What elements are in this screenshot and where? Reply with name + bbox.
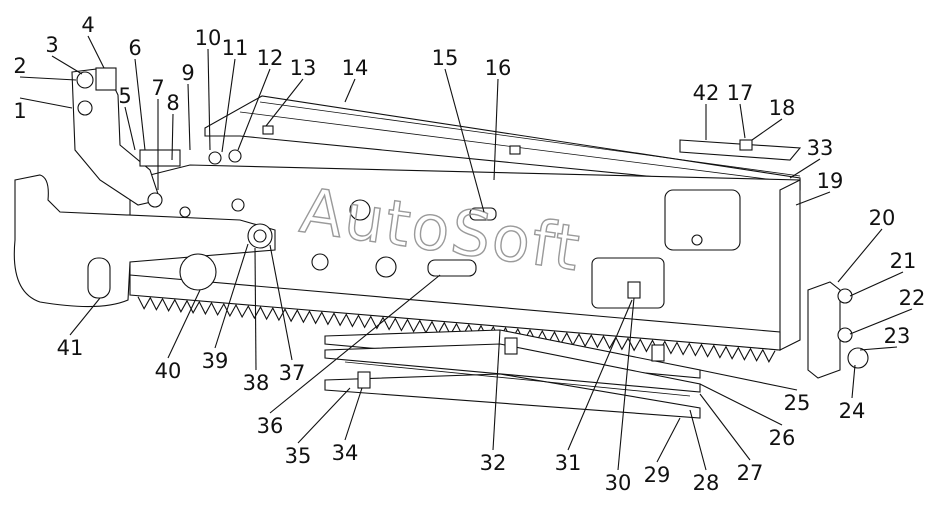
callout-leader-18 [751,118,783,141]
callout-leader-22 [849,308,913,335]
callout-label-12: 12 [257,46,284,70]
callout-label-40: 40 [155,359,182,383]
callout-label-29: 29 [644,463,671,487]
callout-label-41: 41 [57,336,84,360]
callout-label-7: 7 [151,76,164,100]
callout-leader-16 [493,78,499,181]
callout-leader-1 [19,97,73,109]
callout-label-13: 13 [290,56,317,80]
callout-leader-35 [297,387,351,444]
callout-leader-23 [859,346,898,351]
callout-leader-32 [492,329,501,451]
callout-label-11: 11 [222,36,249,60]
callout-leader-11 [221,58,236,153]
callout-label-8: 8 [166,91,179,115]
callout-leader-2 [19,76,77,81]
callout-label-28: 28 [693,471,720,495]
callout-label-10: 10 [195,26,222,50]
callout-leader-14 [344,78,356,103]
callout-label-23: 23 [884,324,911,348]
callout-label-21: 21 [890,249,917,273]
callout-label-24: 24 [839,399,866,423]
callout-leader-29 [656,417,681,463]
callout-label-22: 22 [899,286,926,310]
callout-leader-24 [851,364,856,399]
callout-leader-4 [87,35,105,69]
callout-label-4: 4 [81,13,94,37]
side-bracket [807,281,869,379]
callout-label-2: 2 [13,54,26,78]
callout-leader-34 [344,387,363,441]
callout-leader-20 [837,228,883,283]
callout-leader-28 [689,409,707,471]
callout-leader-31 [567,299,633,451]
callout-label-14: 14 [342,56,369,80]
callout-label-42: 42 [693,81,720,105]
callout-leader-26 [699,383,783,426]
callout-label-33: 33 [807,136,834,160]
callout-leader-40 [167,289,201,359]
callout-leader-13 [265,78,304,127]
callout-label-32: 32 [480,451,507,475]
knife-bar [129,274,781,363]
callout-label-36: 36 [257,414,284,438]
callout-leader-25 [699,369,798,391]
callout-label-34: 34 [332,441,359,465]
hinge-bracket [71,67,181,208]
callout-leader-17 [739,103,746,139]
callout-leader-37 [269,244,293,361]
callout-label-9: 9 [181,61,194,85]
callout-leader-30 [617,297,635,471]
callout-label-17: 17 [727,81,754,105]
callout-label-1: 1 [13,99,26,123]
callout-leader-33 [789,158,821,179]
callout-leader-39 [214,243,249,349]
callout-leader-21 [849,271,904,297]
callout-label-20: 20 [869,206,896,230]
callout-label-30: 30 [605,471,632,495]
callout-label-27: 27 [737,461,764,485]
callout-label-18: 18 [769,96,796,120]
swing-arm [13,174,276,308]
callout-label-15: 15 [432,46,459,70]
callout-label-19: 19 [817,169,844,193]
callout-label-26: 26 [769,426,796,450]
callout-leader-27 [699,393,751,461]
callout-leader-8 [171,113,174,161]
callout-label-31: 31 [555,451,582,475]
callout-leader-19 [795,191,831,206]
callout-leader-6 [134,58,146,151]
callout-leader-36 [269,274,441,414]
callout-label-3: 3 [45,33,58,57]
callout-leader-41 [69,297,101,336]
callout-label-39: 39 [202,349,229,373]
callout-leader-12 [237,68,271,151]
callout-label-6: 6 [128,36,141,60]
fasteners [179,125,753,389]
callout-leader-3 [51,55,83,75]
callout-label-37: 37 [279,361,306,385]
callout-label-5: 5 [118,84,131,108]
callout-label-16: 16 [485,56,512,80]
callout-label-25: 25 [784,391,811,415]
callout-label-38: 38 [243,371,270,395]
callout-leader-15 [444,68,485,213]
callout-leader-38 [254,247,257,371]
callout-leader-5 [124,106,136,151]
callout-label-35: 35 [285,444,312,468]
callout-leader-10 [207,48,211,151]
callout-leader-9 [187,83,191,151]
